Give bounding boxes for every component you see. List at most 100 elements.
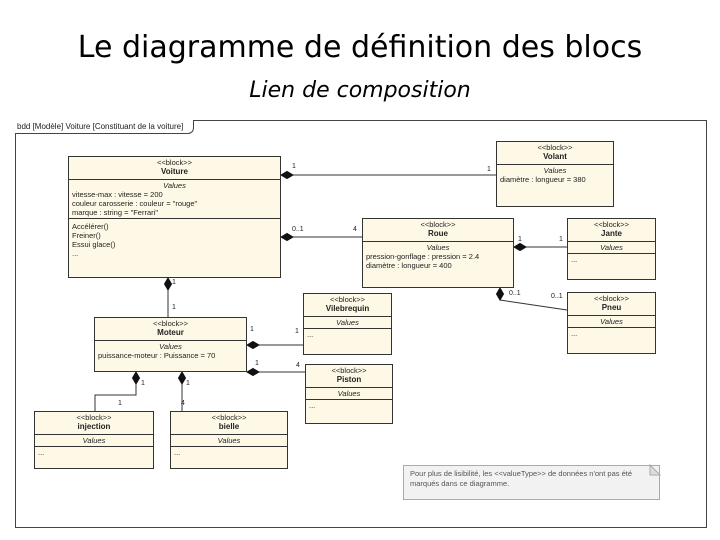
multiplicity-label: 1 xyxy=(518,236,522,243)
ellipsis: ... xyxy=(571,329,578,338)
composition-diamond-injection xyxy=(131,371,141,385)
block-moteur[interactable]: <<block>> Moteur Values puissance-moteur… xyxy=(94,317,247,372)
operation-row: Accélérer() xyxy=(72,222,109,231)
values-label: Values xyxy=(217,436,241,445)
block-stereotype: <<block>> xyxy=(331,366,367,375)
block-pneu[interactable]: <<block>> Pneu Values ... xyxy=(567,292,656,354)
values-compartment: Values pression-gonflage : pression = 2.… xyxy=(363,242,513,271)
values-label: Values xyxy=(159,342,182,351)
page-title: Le diagramme de définition des blocs xyxy=(77,30,643,65)
block-header: <<block>> Voiture xyxy=(69,157,280,180)
values-label: Values xyxy=(337,389,361,398)
block-header: <<block>> Volant xyxy=(497,142,613,165)
multiplicity-label: 1 xyxy=(292,163,296,170)
multiplicity-label: 0..1 xyxy=(551,293,563,300)
composition-diamond-piston xyxy=(246,367,260,377)
diagram-note: Pour plus de lisibilité, les <<valueType… xyxy=(403,465,660,500)
block-bielle[interactable]: <<block>> bielle Values ... xyxy=(170,411,288,469)
block-stereotype: <<block>> xyxy=(152,319,189,328)
multiplicity-label: 1 xyxy=(186,380,190,387)
block-injection[interactable]: <<block>> injection Values ... xyxy=(34,411,154,469)
block-header: <<block>> Moteur xyxy=(95,318,246,341)
block-header: <<block>> Piston xyxy=(306,365,392,388)
block-stereotype: <<block>> xyxy=(211,413,247,422)
page-subtitle: Lien de composition xyxy=(249,78,471,103)
block-header: <<block>> bielle xyxy=(171,412,287,435)
block-name: injection xyxy=(77,422,111,431)
values-compartment: Values xyxy=(568,316,655,328)
block-name: Voiture xyxy=(161,167,188,176)
block-header: <<block>> Pneu xyxy=(568,293,655,316)
values-compartment: Values xyxy=(171,435,287,447)
value-row: vitesse-max : vitesse = 200 xyxy=(72,190,163,199)
values-label: Values xyxy=(543,166,567,175)
ellipsis: ... xyxy=(307,330,314,339)
link-roue-pneu xyxy=(499,299,568,311)
value-row: puissance-moteur : Puissance = 70 xyxy=(98,351,216,360)
multiplicity-label: 4 xyxy=(353,226,357,233)
more-compartment: ... xyxy=(171,447,287,458)
multiplicity-label: 1 xyxy=(172,279,176,286)
multiplicity-label: 1 xyxy=(172,304,176,311)
multiplicity-label: 1 xyxy=(250,326,254,333)
composition-diamond-volant xyxy=(280,170,294,180)
block-stereotype: <<block>> xyxy=(593,294,630,303)
block-stereotype: <<block>> xyxy=(156,158,193,167)
composition-diamond-jante xyxy=(513,242,527,252)
values-compartment: Values vitesse-max : vitesse = 200 coule… xyxy=(69,180,280,219)
block-stereotype: <<block>> xyxy=(329,295,366,304)
block-vilebrequin[interactable]: <<block>> Vilebrequin Values ... xyxy=(303,293,392,355)
block-roue[interactable]: <<block>> Roue Values pression-gonflage … xyxy=(362,218,514,288)
values-compartment: Values xyxy=(568,242,655,254)
multiplicity-label: 0..1 xyxy=(509,290,521,297)
more-compartment: ... xyxy=(304,329,391,340)
block-voiture[interactable]: <<block>> Voiture Values vitesse-max : v… xyxy=(68,156,281,278)
block-volant[interactable]: <<block>> Volant Values diamètre : longu… xyxy=(496,141,614,207)
multiplicity-label: 1 xyxy=(255,360,259,367)
block-stereotype: <<block>> xyxy=(593,220,630,229)
values-label: Values xyxy=(600,243,623,252)
multiplicity-label: 1 xyxy=(487,166,491,173)
value-row: diamètre : longueur = 380 xyxy=(500,175,586,184)
block-name: bielle xyxy=(218,422,240,431)
multiplicity-label: 4 xyxy=(296,362,300,369)
block-name: Vilebrequin xyxy=(325,304,370,313)
composition-diamond-roue xyxy=(280,232,294,242)
block-jante[interactable]: <<block>> Jante Values ... xyxy=(567,218,656,280)
multiplicity-label: 4 xyxy=(181,400,185,407)
composition-diamond-moteur xyxy=(163,277,173,291)
operation-row: Freiner() xyxy=(72,231,101,240)
block-name: Volant xyxy=(543,152,567,161)
composition-diamond-vilebrequin xyxy=(246,340,260,350)
value-row: couleur carosserie : couleur = "rouge" xyxy=(72,199,198,208)
block-header: <<block>> Roue xyxy=(363,219,513,242)
ellipsis: ... xyxy=(309,401,316,410)
multiplicity-label: 1 xyxy=(141,380,145,387)
value-row: marque : string = "Ferrari" xyxy=(72,208,158,217)
values-label: Values xyxy=(82,436,106,445)
multiplicity-label: 1 xyxy=(559,236,563,243)
more-compartment: ... xyxy=(568,254,655,265)
composition-diamond-pneu xyxy=(495,287,505,301)
ellipsis: ... xyxy=(72,249,79,258)
block-name: Jante xyxy=(601,229,622,238)
values-label: Values xyxy=(163,181,186,190)
values-label: Values xyxy=(426,243,450,252)
multiplicity-label: 1 xyxy=(118,400,122,407)
block-piston[interactable]: <<block>> Piston Values ... xyxy=(305,364,393,424)
ellipsis: ... xyxy=(174,448,181,457)
values-compartment: Values xyxy=(304,317,391,329)
frame-label: bdd [Modèle] Voiture [Constituant de la … xyxy=(15,120,195,134)
block-name: Pneu xyxy=(601,303,622,312)
block-name: Moteur xyxy=(157,328,184,337)
values-compartment: Values xyxy=(35,435,153,447)
more-compartment: ... xyxy=(568,328,655,339)
values-compartment: Values xyxy=(306,388,392,400)
operations-compartment: Accélérer() Freiner() Essui glace() ... xyxy=(69,219,280,259)
multiplicity-label: 1 xyxy=(295,328,299,335)
values-label: Values xyxy=(336,318,359,327)
values-label: Values xyxy=(600,317,623,326)
block-name: Piston xyxy=(336,375,362,384)
